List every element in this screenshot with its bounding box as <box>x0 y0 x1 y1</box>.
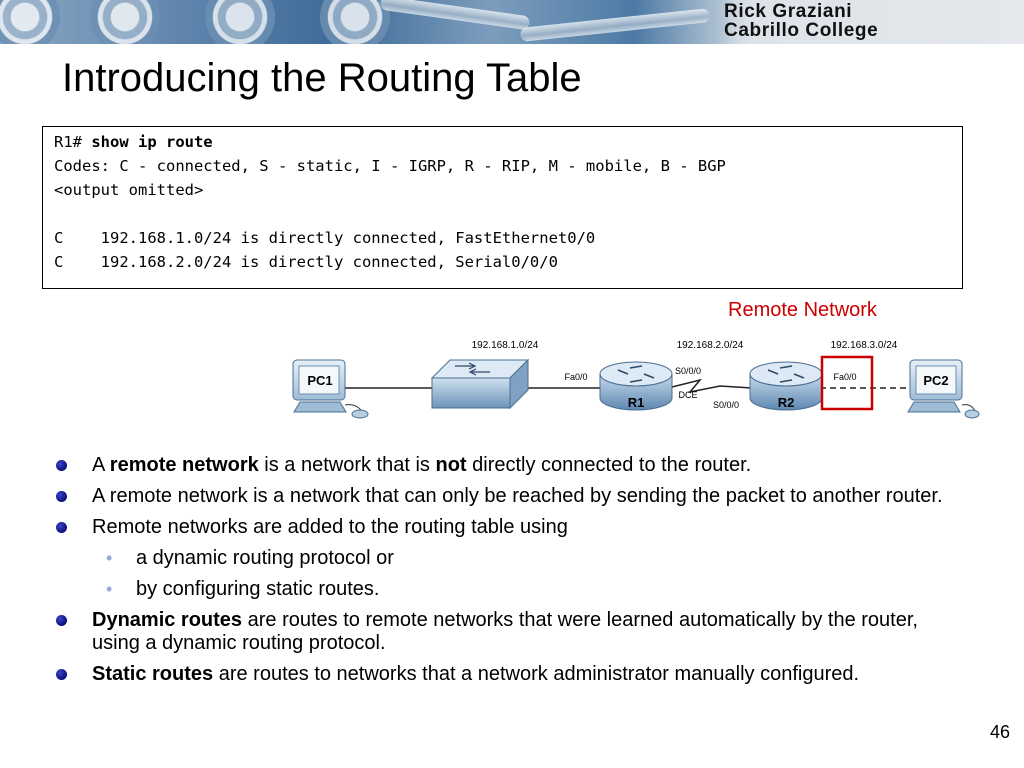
sub-bullet-item: • by configuring static routes. <box>54 578 954 601</box>
bullet-text: A remote network is a network that can o… <box>92 485 943 507</box>
bullet-text: is a network that is <box>258 454 436 476</box>
pc1-icon <box>292 359 369 419</box>
bullet-text: directly connected to the router. <box>466 454 752 476</box>
interface-label: Fa0/0 <box>564 372 587 382</box>
console-codes-line: Codes: C - connected, S - static, I - IG… <box>54 157 726 175</box>
console-blank-line <box>54 202 962 226</box>
remote-network-label: Remote Network <box>728 299 877 321</box>
sub-bullet-dot-icon: • <box>106 548 113 568</box>
console-command: show ip route <box>91 133 213 151</box>
network-label: 192.168.2.0/24 <box>677 340 744 351</box>
router-r1-label: R1 <box>628 395 645 410</box>
bullet-dot-icon <box>56 615 67 626</box>
pc2-icon <box>907 359 980 419</box>
serial-link <box>667 378 753 394</box>
network-topology-diagram: PC1 192.168.1.0/24 R1 R2 PC2 192.168.2.0… <box>292 340 980 419</box>
bullet-bold-term: remote network <box>109 454 259 476</box>
bullet-text: A <box>92 454 110 476</box>
college-name: Cabrillo College <box>724 20 879 41</box>
network-label: 192.168.1.0/24 <box>472 340 539 351</box>
sub-bullet-item: • a dynamic routing protocol or <box>54 547 954 570</box>
header-banner: Rick Graziani Cabrillo College <box>0 0 1024 44</box>
bullet-item: Dynamic routes are routes to remote netw… <box>54 609 954 655</box>
page-number: 46 <box>990 722 1011 742</box>
console-route-line: C 192.168.1.0/24 is directly connected, … <box>54 229 596 247</box>
bullet-text: are routes to remote networks that were … <box>92 609 918 654</box>
decorative-disc-image <box>90 0 160 44</box>
pc1-label: PC1 <box>307 373 332 388</box>
network-label: 192.168.3.0/24 <box>831 340 898 351</box>
decorative-cable-image <box>519 8 711 42</box>
bullet-dot-icon <box>56 460 67 471</box>
dce-label: DCE <box>678 390 697 400</box>
sub-bullet-text: a dynamic routing protocol or <box>136 547 394 569</box>
console-route-line: C 192.168.2.0/24 is directly connected, … <box>54 253 558 271</box>
bullet-bold-term: Dynamic routes <box>92 609 243 631</box>
bullet-bold-term: Static routes <box>92 663 214 685</box>
bullet-item: Remote networks are added to the routing… <box>54 516 954 539</box>
bullet-dot-icon <box>56 491 67 502</box>
decorative-cable-image <box>379 0 531 31</box>
router-r1-icon <box>599 361 673 411</box>
decorative-disc-image <box>205 0 275 44</box>
bullet-bold-term: not <box>435 454 467 476</box>
bullet-text: are routes to networks that a network ad… <box>213 663 860 685</box>
bullet-text: Remote networks are added to the routing… <box>92 516 568 538</box>
console-command-line: R1# show ip route <box>54 130 962 154</box>
bullet-item: A remote network is a network that is no… <box>54 454 954 477</box>
console-omitted-line: <output omitted> <box>54 181 204 199</box>
author-name: Rick Graziani <box>724 1 853 22</box>
slide-title: Introducing the Routing Table <box>62 56 582 100</box>
pc2-label: PC2 <box>923 373 948 388</box>
remote-network-highlight-box <box>820 355 874 411</box>
interface-label: S0/0/0 <box>713 400 739 410</box>
bullet-list: A remote network is a network that is no… <box>54 454 954 694</box>
sub-bullet-dot-icon: • <box>106 579 113 599</box>
console-prompt: R1# <box>54 133 92 151</box>
sub-bullet-text: by configuring static routes. <box>136 578 380 600</box>
interface-label: S0/0/0 <box>675 366 701 376</box>
bullet-dot-icon <box>56 669 67 680</box>
bullet-dot-icon <box>56 522 67 533</box>
decorative-disc-image <box>320 0 390 44</box>
switch-icon <box>430 358 530 410</box>
router-r2-label: R2 <box>778 395 795 410</box>
banner-text-area <box>722 0 1024 44</box>
bullet-item: A remote network is a network that can o… <box>54 485 954 508</box>
interface-label: Fa0/0 <box>833 372 856 382</box>
decorative-disc-image <box>0 0 60 44</box>
bullet-item: Static routes are routes to networks tha… <box>54 663 954 686</box>
